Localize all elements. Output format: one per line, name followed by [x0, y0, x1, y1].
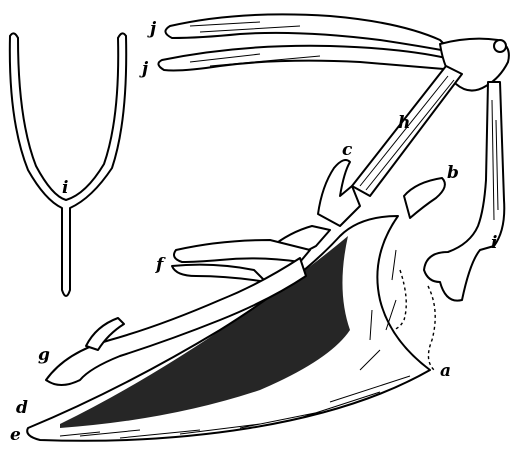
- clavicle-j-bones: [158, 14, 456, 70]
- label-a: a: [440, 361, 451, 381]
- label-j-upper: j: [147, 19, 157, 39]
- label-b: b: [447, 163, 459, 183]
- label-f: f: [155, 255, 166, 275]
- process-b: [404, 178, 445, 218]
- wishbone-inset: [10, 33, 126, 296]
- label-h: h: [398, 113, 410, 133]
- label-i-coracoid: i: [491, 233, 497, 253]
- label-i-wishbone: i: [62, 178, 68, 198]
- label-c: c: [342, 140, 353, 160]
- label-j-lower: j: [139, 59, 149, 79]
- label-d: d: [16, 398, 28, 418]
- label-g: g: [38, 345, 50, 365]
- label-e: e: [10, 425, 21, 445]
